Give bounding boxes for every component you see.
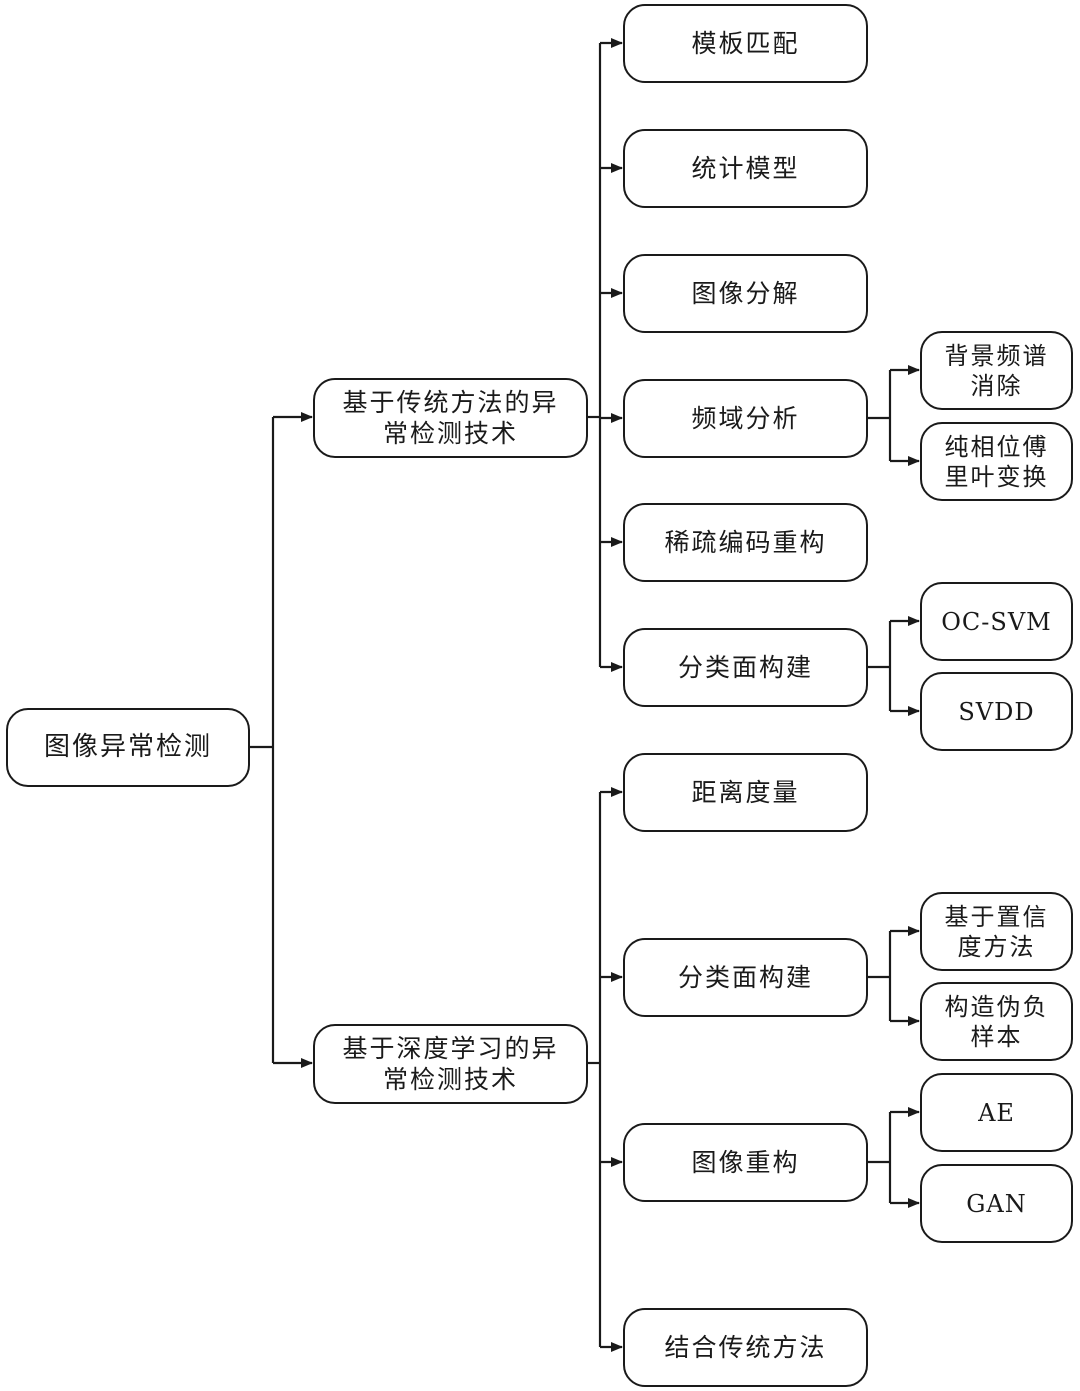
node-deep-learning-methods-label: 基于深度学习的异 常检测技术 — [342, 1033, 559, 1094]
node-deep-classification-surface-label: 分类面构建 — [677, 962, 813, 992]
node-confidence-method: 基于置信 度方法 — [920, 892, 1073, 971]
node-deep-learning-methods: 基于深度学习的异 常检测技术 — [313, 1024, 588, 1104]
node-svdd: SVDD — [920, 672, 1073, 751]
node-image-reconstruction-label: 图像重构 — [691, 1147, 800, 1177]
node-oc-svm: OC-SVM — [920, 582, 1073, 661]
node-pseudo-negative: 构造伪负 样本 — [920, 982, 1073, 1061]
node-root: 图像异常检测 — [6, 708, 250, 787]
node-combined-traditional-label: 结合传统方法 — [664, 1332, 827, 1362]
node-confidence-method-label: 基于置信 度方法 — [944, 902, 1049, 961]
node-sparse-coding: 稀疏编码重构 — [623, 503, 868, 582]
node-phase-fourier-label: 纯相位傅 里叶变换 — [944, 432, 1049, 491]
node-ae-label: AE — [978, 1098, 1015, 1127]
node-classification-surface-label: 分类面构建 — [677, 652, 813, 682]
node-sparse-coding-label: 稀疏编码重构 — [664, 527, 827, 557]
node-distance-metric-label: 距离度量 — [691, 777, 800, 807]
node-statistical-model: 统计模型 — [623, 129, 868, 208]
node-oc-svm-label: OC-SVM — [941, 607, 1052, 636]
node-distance-metric: 距离度量 — [623, 753, 868, 832]
node-template-matching-label: 模板匹配 — [691, 28, 800, 58]
node-background-spectrum-label: 背景频谱 消除 — [944, 341, 1049, 400]
node-deep-classification-surface: 分类面构建 — [623, 938, 868, 1017]
node-traditional-methods-label: 基于传统方法的异 常检测技术 — [342, 387, 559, 448]
node-frequency-analysis: 频域分析 — [623, 379, 868, 458]
node-combined-traditional: 结合传统方法 — [623, 1308, 868, 1387]
node-image-decomposition-label: 图像分解 — [691, 278, 800, 308]
node-background-spectrum: 背景频谱 消除 — [920, 331, 1073, 410]
node-root-label: 图像异常检测 — [43, 732, 212, 763]
node-gan: GAN — [920, 1164, 1073, 1243]
node-traditional-methods: 基于传统方法的异 常检测技术 — [313, 378, 588, 458]
node-classification-surface: 分类面构建 — [623, 628, 868, 707]
node-frequency-analysis-label: 频域分析 — [691, 403, 800, 433]
node-gan-label: GAN — [966, 1189, 1027, 1218]
node-pseudo-negative-label: 构造伪负 样本 — [944, 992, 1049, 1051]
node-statistical-model-label: 统计模型 — [691, 153, 800, 183]
node-ae: AE — [920, 1073, 1073, 1152]
node-svdd-label: SVDD — [958, 697, 1035, 726]
node-image-reconstruction: 图像重构 — [623, 1123, 868, 1202]
node-image-decomposition: 图像分解 — [623, 254, 868, 333]
node-phase-fourier: 纯相位傅 里叶变换 — [920, 422, 1073, 501]
node-template-matching: 模板匹配 — [623, 4, 868, 83]
